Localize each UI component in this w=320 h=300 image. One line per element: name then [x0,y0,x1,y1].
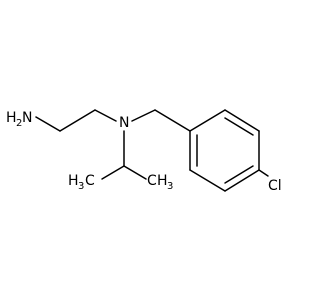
methyl-left-h: H [68,173,79,189]
bond-benzyl-ring [154,109,191,132]
methyl-right-count: 3 [167,181,173,192]
bond-c2-n [94,109,117,122]
bond-nh2-c1 [35,116,61,132]
amine-label-n: N [22,110,32,126]
atom-labels: H 2 N N H 3 C C H 3 Cl [6,110,282,194]
chlorine-label: Cl [268,178,282,194]
structure-canvas: H 2 N N H 3 C C H 3 Cl [6,109,282,194]
tertiary-nitrogen-label: N [119,115,129,131]
amine-label-count: 2 [16,118,22,129]
bond-ring-cl [258,169,269,177]
methyl-left-c: C [85,173,95,189]
molecule-diagram: H 2 N N H 3 C C H 3 Cl [6,109,282,194]
ring-double-2 [224,165,254,184]
bond-isopropyl-methyl-left [101,165,125,180]
bond-isopropyl-methyl-right [123,165,147,180]
ring-bond-5 [189,169,226,192]
methyl-right-h: H [157,173,168,189]
ring-bond-1 [189,109,226,132]
amine-label-h: H [6,110,17,126]
ring-bond-2 [224,109,260,132]
ring-double-1 [224,117,254,136]
methyl-left-count: 3 [78,181,84,192]
methyl-right-c: C [147,173,157,189]
bond-c1-c2 [59,109,96,132]
ring-bond-4 [224,169,260,192]
bond-n-benzyl-ch2 [131,109,156,122]
bond-group [35,109,269,192]
